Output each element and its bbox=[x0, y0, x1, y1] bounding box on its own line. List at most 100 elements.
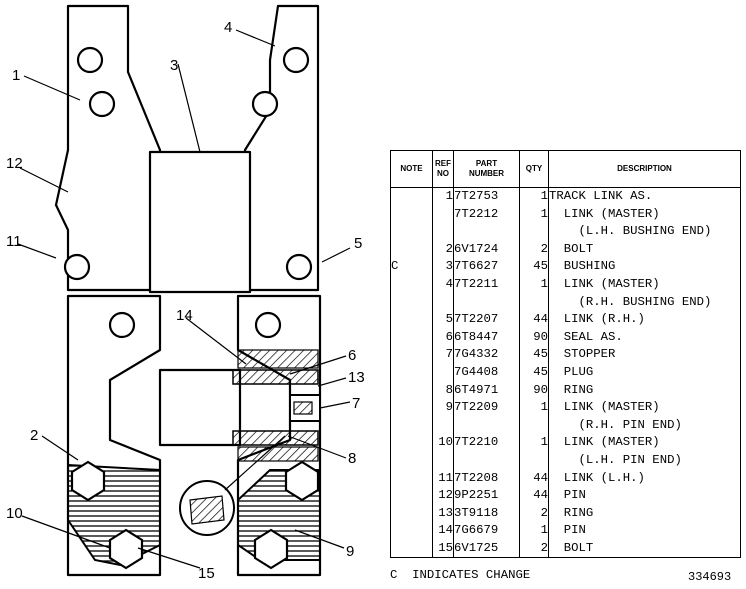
callout-3: 3 bbox=[170, 57, 178, 74]
cell-part: 7T2212 bbox=[453, 205, 520, 224]
cell-qty: 1 bbox=[519, 434, 549, 452]
cell-desc: (L.H. BUSHING END) bbox=[548, 223, 741, 241]
cell-part bbox=[453, 293, 520, 312]
cell-qty: 45 bbox=[519, 346, 549, 364]
cell-desc: (L.H. PIN END) bbox=[548, 451, 741, 470]
table-row: (R.H. PIN END) bbox=[390, 416, 741, 435]
cell-desc: LINK (R.H.) bbox=[548, 311, 741, 329]
hex-bolt bbox=[284, 460, 320, 502]
cell-ref bbox=[432, 223, 454, 241]
cell-part bbox=[453, 451, 520, 470]
cell-desc: LINK (MASTER) bbox=[548, 275, 741, 294]
table-row: (L.H. BUSHING END) bbox=[390, 223, 741, 241]
hex-bolt bbox=[108, 528, 144, 570]
callout-2: 2 bbox=[30, 427, 38, 444]
cell-desc: LINK (MASTER) bbox=[548, 434, 741, 452]
cell-qty: 45 bbox=[519, 363, 549, 382]
cell-note bbox=[390, 328, 433, 347]
cell-ref: 15 bbox=[432, 539, 454, 559]
cell-desc: RING bbox=[548, 381, 741, 400]
hole bbox=[285, 253, 313, 281]
cell-ref bbox=[432, 416, 454, 435]
cell-part: 7G4332 bbox=[453, 346, 520, 364]
cell-note bbox=[390, 451, 433, 470]
cell-desc: PLUG bbox=[548, 363, 741, 382]
callout-15: 15 bbox=[198, 565, 215, 582]
cell-ref bbox=[432, 451, 454, 470]
parts-table: NOTE REF NO PART NUMBER QTY DESCRIPTION … bbox=[390, 150, 741, 559]
cell-note bbox=[390, 416, 433, 435]
cell-desc: RING bbox=[548, 504, 741, 523]
hole bbox=[108, 311, 136, 339]
callout-7: 7 bbox=[352, 395, 360, 412]
cell-desc: STOPPER bbox=[548, 346, 741, 364]
illustration-number: 334693 bbox=[688, 570, 732, 584]
cell-note bbox=[390, 504, 433, 523]
cell-part: 7T2210 bbox=[453, 434, 520, 452]
hex-bolt bbox=[70, 460, 106, 502]
cell-part: 7T2208 bbox=[453, 469, 520, 488]
cell-part: 7T2753 bbox=[453, 187, 520, 206]
cell-ref: 3 bbox=[432, 258, 454, 276]
cell-qty: 2 bbox=[519, 504, 549, 523]
cell-desc: TRACK LINK AS. bbox=[548, 187, 741, 206]
cell-desc: (R.H. PIN END) bbox=[548, 416, 741, 435]
table-row: (R.H. BUSHING END) bbox=[390, 293, 741, 312]
cell-note bbox=[390, 205, 433, 224]
cell-part: 7G6679 bbox=[453, 522, 520, 540]
callout-1: 1 bbox=[12, 67, 20, 84]
cell-qty: 44 bbox=[519, 469, 549, 488]
cell-note bbox=[390, 311, 433, 329]
table-row: (L.H. PIN END) bbox=[390, 451, 741, 470]
cell-part: 6T8447 bbox=[453, 328, 520, 347]
callout-8: 8 bbox=[348, 450, 356, 467]
callout-12: 12 bbox=[6, 155, 23, 172]
callout-5: 5 bbox=[354, 235, 362, 252]
cell-qty bbox=[519, 451, 549, 470]
cell-note bbox=[390, 346, 433, 364]
cell-note bbox=[390, 381, 433, 400]
cell-note bbox=[390, 187, 433, 206]
cell-qty: 44 bbox=[519, 487, 549, 505]
cell-qty: 2 bbox=[519, 539, 549, 559]
cell-desc: LINK (L.H.) bbox=[548, 469, 741, 488]
cell-qty: 1 bbox=[519, 522, 549, 540]
upper-left-link bbox=[54, 4, 162, 292]
cell-part: 6V1725 bbox=[453, 539, 520, 559]
cell-ref bbox=[432, 363, 454, 382]
plug bbox=[293, 401, 313, 415]
change-note: C INDICATES CHANGE bbox=[390, 568, 531, 582]
cell-note bbox=[390, 223, 433, 241]
callout-11: 11 bbox=[6, 233, 22, 250]
cell-ref: 9 bbox=[432, 399, 454, 417]
callout-4: 4 bbox=[224, 19, 232, 36]
cell-ref bbox=[432, 205, 454, 224]
cell-ref: 10 bbox=[432, 434, 454, 452]
parts-table-container: NOTE REF NO PART NUMBER QTY DESCRIPTION … bbox=[390, 150, 741, 559]
cell-desc: PIN bbox=[548, 522, 741, 540]
cell-note bbox=[390, 522, 433, 540]
cell-qty: 1 bbox=[519, 399, 549, 417]
seal-hatch-lower bbox=[237, 446, 319, 462]
hole bbox=[76, 46, 104, 74]
cell-ref: 13 bbox=[432, 504, 454, 523]
cell-ref: 1 bbox=[432, 187, 454, 206]
cell-part: 7G4408 bbox=[453, 363, 520, 382]
hole bbox=[254, 311, 282, 339]
cell-desc: (R.H. BUSHING END) bbox=[548, 293, 741, 312]
cell-ref: 7 bbox=[432, 346, 454, 364]
cell-desc: SEAL AS. bbox=[548, 328, 741, 347]
cell-note bbox=[390, 539, 433, 559]
cell-ref: 12 bbox=[432, 487, 454, 505]
